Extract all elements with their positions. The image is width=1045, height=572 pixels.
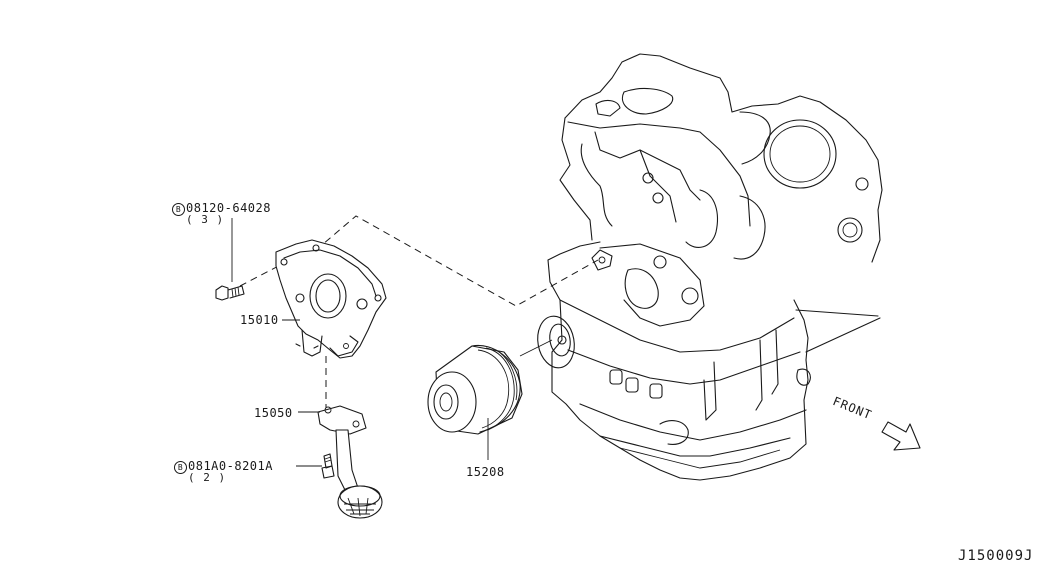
strainer-drawing	[317, 405, 383, 519]
leader-lines	[231, 218, 553, 467]
strainer-bolt-number: 081A0-8201A	[188, 459, 273, 473]
oil-pump-drawing	[275, 239, 387, 359]
strainer-gasket-part-number: 15050	[254, 406, 293, 420]
strainer-bolt-drawing	[321, 453, 335, 479]
oil-pump-part-number: 15010	[240, 313, 279, 327]
diagram-code: J150009J	[958, 548, 1034, 564]
oil-filter-part-number: 15208	[466, 465, 505, 479]
bolt-b-icon: B	[172, 203, 185, 216]
pump-bolt-number: 08120-64028	[186, 201, 271, 215]
pump-bolt-qty: ( 3 )	[186, 213, 225, 226]
mounting-dashed-line	[315, 215, 599, 307]
bolt-b-icon: B	[174, 461, 187, 474]
engine-block	[537, 53, 883, 481]
strainer-bolt-qty: ( 2 )	[188, 471, 227, 484]
pump-bolt-drawing	[215, 285, 245, 301]
front-arrow-icon	[881, 421, 921, 451]
oil-filter-drawing	[427, 344, 523, 435]
